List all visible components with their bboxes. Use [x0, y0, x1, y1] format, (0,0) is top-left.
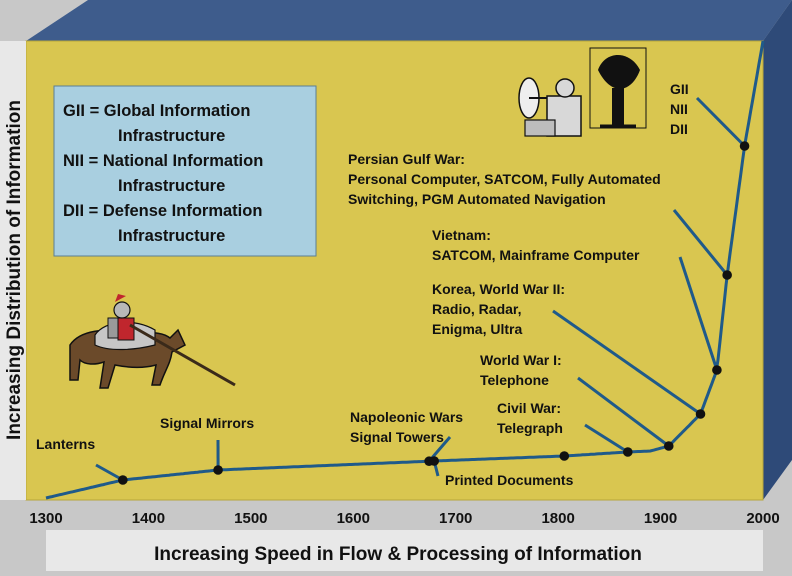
- legend-line: Infrastructure: [118, 177, 225, 195]
- data-point: [664, 441, 674, 451]
- data-point: [712, 365, 722, 375]
- point-label: Persian Gulf War:: [348, 151, 465, 167]
- x-tick-label: 1500: [234, 510, 267, 527]
- point-label: Telephone: [480, 372, 549, 388]
- point-label: NII: [670, 101, 688, 117]
- point-label: Korea, World War II:: [432, 281, 565, 297]
- data-point: [740, 141, 750, 151]
- x-tick-label: 1700: [439, 510, 472, 527]
- data-point: [722, 270, 732, 280]
- point-label: Radio, Radar,: [432, 301, 521, 317]
- point-label: Civil War:: [497, 400, 561, 416]
- point-label: Napoleonic Wars: [350, 409, 463, 425]
- x-tick-label: 1600: [337, 510, 370, 527]
- legend-line: NII = National Information: [63, 152, 263, 170]
- point-label: Lanterns: [36, 436, 95, 452]
- data-point: [213, 465, 223, 475]
- legend-line: Infrastructure: [118, 127, 225, 145]
- point-label: Signal Towers: [350, 429, 444, 445]
- x-tick-label: 2000: [746, 510, 779, 527]
- x-axis-title: Increasing Speed in Flow & Processing of…: [154, 544, 642, 565]
- point-label: Switching, PGM Automated Navigation: [348, 191, 606, 207]
- point-label: SATCOM, Mainframe Computer: [432, 247, 640, 263]
- point-label: Enigma, Ultra: [432, 321, 522, 337]
- legend-line: DII = Defense Information: [63, 202, 262, 220]
- legend-line: GII = Global Information: [63, 102, 250, 120]
- y-axis-title: Increasing Distribution of Information: [4, 100, 25, 440]
- data-point: [623, 447, 633, 457]
- radar-dish-icon: [590, 48, 646, 128]
- point-label: World War I:: [480, 352, 562, 368]
- point-label: Telegraph: [497, 420, 563, 436]
- point-label: Signal Mirrors: [160, 415, 254, 431]
- x-tick-label: 1900: [644, 510, 677, 527]
- box-top-face: [26, 0, 792, 41]
- x-tick-label: 1300: [29, 510, 62, 527]
- box-side-face: [763, 0, 792, 500]
- point-label: GII: [670, 81, 689, 97]
- point-label: DII: [670, 121, 688, 137]
- data-point: [696, 409, 706, 419]
- point-label: Printed Documents: [445, 472, 574, 488]
- data-point: [118, 475, 128, 485]
- x-tick-label: 1400: [132, 510, 165, 527]
- data-point: [559, 451, 569, 461]
- x-tick-label: 1800: [541, 510, 574, 527]
- point-label: Personal Computer, SATCOM, Fully Automat…: [348, 171, 661, 187]
- point-label: Vietnam:: [432, 227, 491, 243]
- legend-line: Infrastructure: [118, 227, 225, 245]
- data-point: [429, 456, 439, 466]
